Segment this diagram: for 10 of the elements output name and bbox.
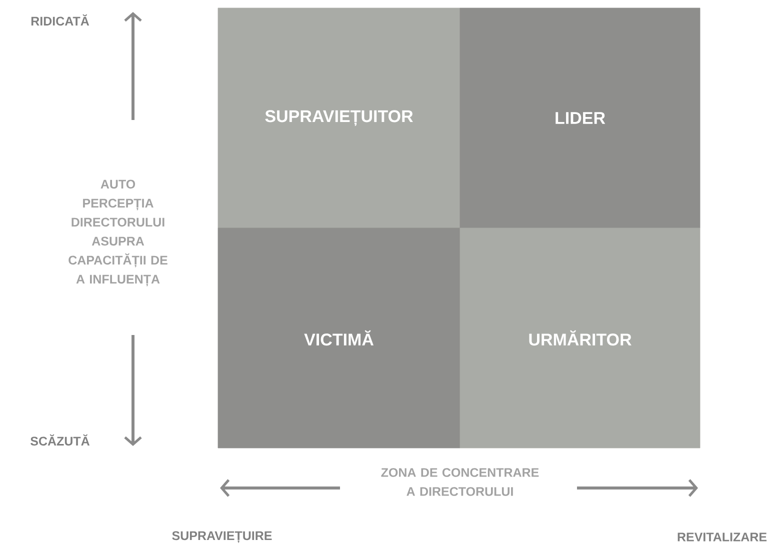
axis-title: ZONA DE CONCENTRARE A DIRECTORULUI <box>381 468 539 496</box>
quadrant-box: VICTIMĂ <box>218 228 460 448</box>
quadrant-box: SUPRAVIEȚUITOR <box>218 8 460 228</box>
axis-end-label: REVITALIZARE <box>678 532 767 542</box>
axis-end-label: RIDICATĂ <box>31 14 90 26</box>
quadrant-box: LIDER <box>460 8 700 228</box>
axis-end-label: SCĂZUTĂ <box>30 434 90 446</box>
axis-end-label: SUPRAVIEȚUIRE <box>172 531 272 543</box>
axis-title: AUTO PERCEPȚIA DIRECTORULUI ASUPRA CAPACITĂȚII DE A INFLUENȚA <box>68 180 168 286</box>
quadrant-box: URMĂRITOR <box>460 228 700 448</box>
